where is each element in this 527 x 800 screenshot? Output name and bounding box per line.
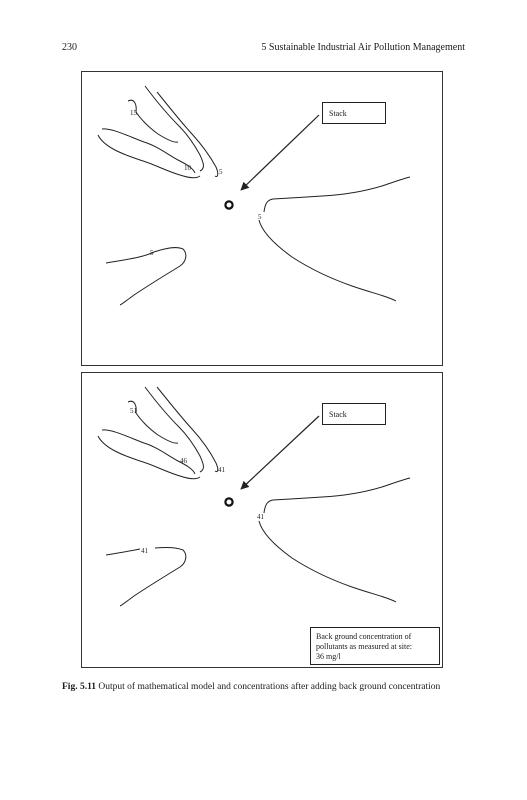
background-concentration-note: Back ground concentration of pollutants … bbox=[310, 627, 440, 665]
running-head: 5 Sustainable Industrial Air Pollution M… bbox=[261, 42, 465, 53]
figure-caption-text: Output of mathematical model and concent… bbox=[98, 682, 441, 692]
figure-label: Fig. 5.11 bbox=[62, 682, 97, 692]
contour-line-5-a bbox=[101, 128, 196, 174]
stack-marker bbox=[224, 497, 234, 507]
stack-callout: Stack bbox=[322, 102, 386, 124]
contour-label-5-upper: 5 bbox=[219, 168, 223, 176]
model-output-panel: 15 10 5 5 5 Stack bbox=[81, 71, 443, 366]
contour-line-5-left bbox=[105, 247, 187, 306]
contour-line-41-plume bbox=[263, 477, 411, 514]
contour-plot-top: 15 10 5 5 5 bbox=[97, 85, 411, 306]
note-line-3: 36 mg/l bbox=[316, 652, 341, 661]
stack-marker bbox=[224, 200, 234, 210]
contour-line-5-plume bbox=[263, 176, 411, 213]
stack-arrow bbox=[240, 114, 320, 191]
contour-label-41-upper: 41 bbox=[218, 466, 226, 474]
page-header: 230 5 Sustainable Industrial Air Polluti… bbox=[62, 42, 465, 58]
contour-label-5-left: 5 bbox=[150, 249, 154, 257]
page-number: 230 bbox=[62, 42, 77, 53]
background-adjusted-panel: 51 46 41 41 41 Stack Back ground concent… bbox=[81, 372, 443, 668]
contour-label-46: 46 bbox=[180, 457, 188, 465]
note-line-2: pollutants as measured at site: bbox=[316, 642, 412, 651]
contour-line-10-inner bbox=[156, 91, 219, 177]
contour-label-41-left: 41 bbox=[141, 547, 149, 555]
contour-line-10-outer bbox=[144, 85, 204, 172]
contour-label-41-plume: 41 bbox=[257, 513, 265, 521]
contour-line-5-b bbox=[97, 134, 201, 179]
contour-line-5-plume-lower bbox=[258, 219, 397, 302]
contour-line-41-a bbox=[101, 429, 196, 475]
contour-label-5-plume: 5 bbox=[258, 213, 262, 221]
note-line-1: Back ground concentration of bbox=[316, 632, 412, 641]
contour-label-51: 51 bbox=[130, 407, 138, 415]
contour-line-15 bbox=[127, 99, 179, 143]
contour-line-41-left bbox=[105, 546, 187, 607]
contour-line-51 bbox=[127, 400, 179, 444]
contour-plot-bottom: 51 46 41 41 41 bbox=[97, 386, 411, 607]
contour-line-46-inner bbox=[156, 386, 219, 473]
stack-callout: Stack bbox=[322, 403, 386, 425]
contour-label-15: 15 bbox=[130, 109, 138, 117]
stack-arrow bbox=[240, 415, 320, 490]
contour-line-41-plume-lower bbox=[258, 520, 397, 603]
contour-line-46-outer bbox=[144, 386, 204, 473]
figure-caption: Fig. 5.11 Output of mathematical model a… bbox=[62, 681, 465, 693]
contour-line-41-b bbox=[97, 435, 201, 480]
contour-label-10: 10 bbox=[184, 164, 192, 172]
